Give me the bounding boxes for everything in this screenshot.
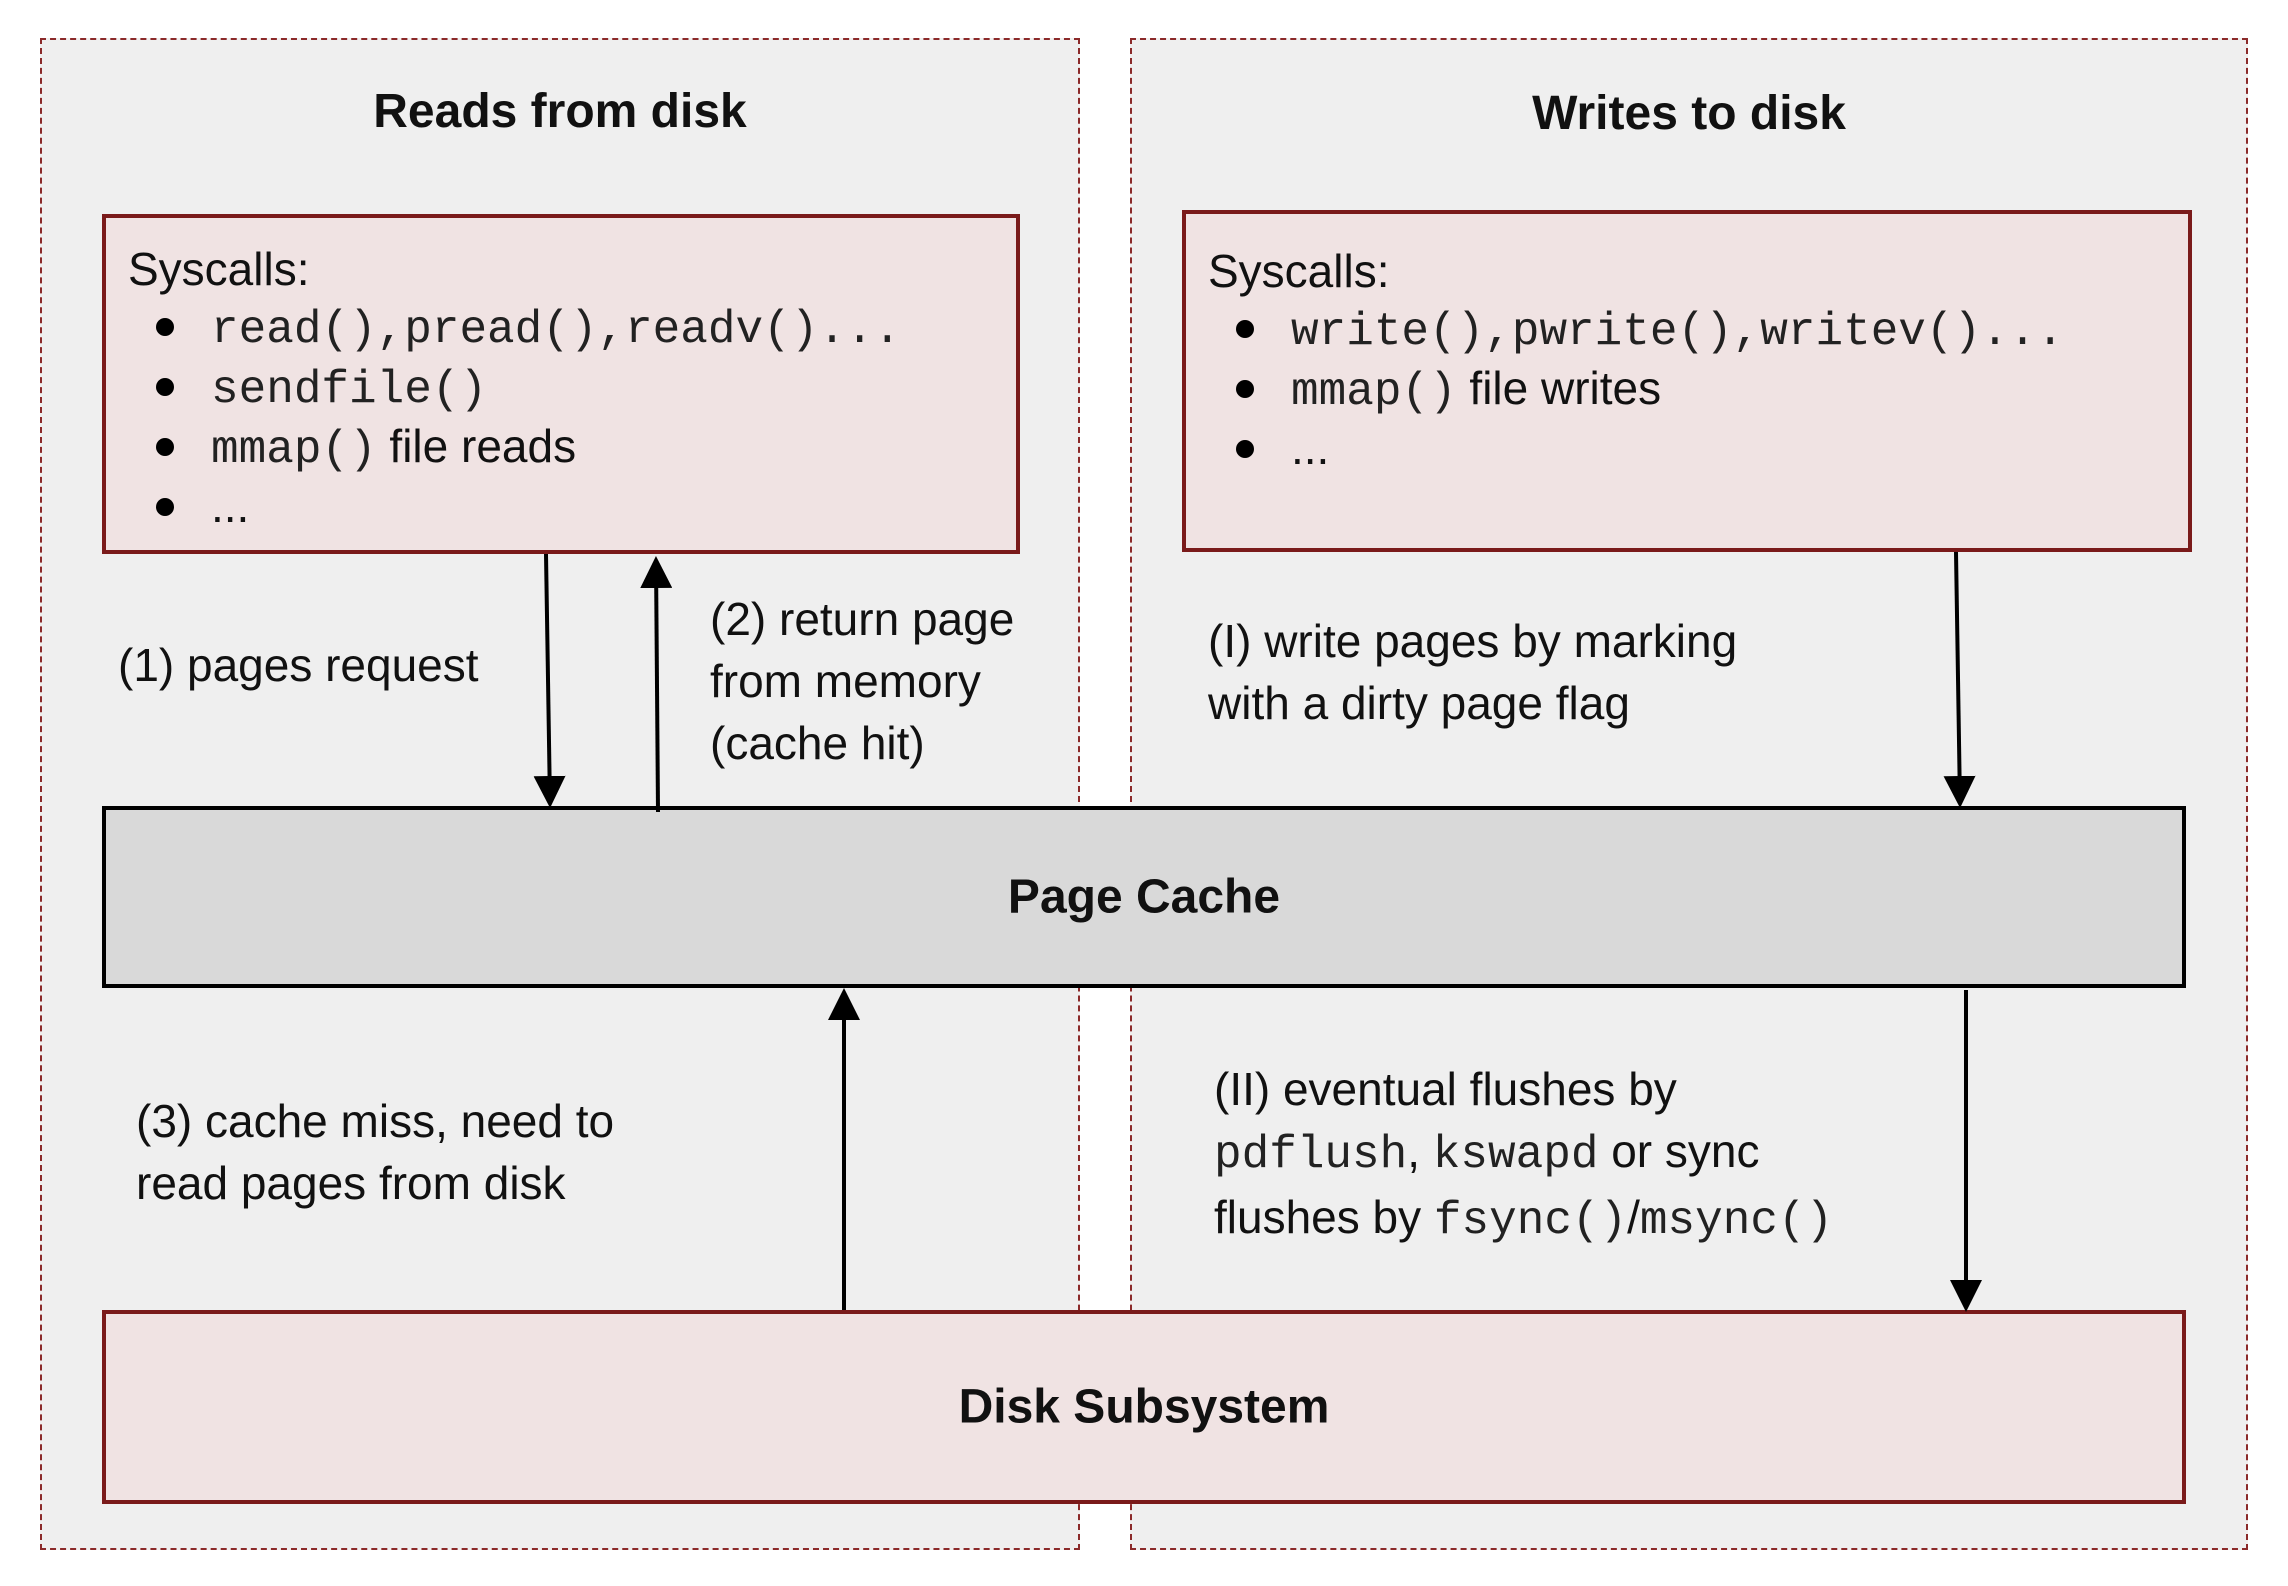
- page-cache-label: Page Cache: [1007, 870, 1281, 924]
- page-cache-box: Page Cache: [102, 806, 2186, 988]
- disk-subsystem-label: Disk Subsystem: [958, 1380, 1330, 1434]
- cache-miss-note: (3) cache miss, need to read pages from …: [136, 1095, 615, 1209]
- return-page-note: (2) return page from memory (cache hit): [710, 593, 1015, 769]
- write-syscalls-heading: Syscalls:: [1208, 245, 1390, 297]
- list-item: sendfile(): [156, 356, 901, 416]
- write-pages-note: (I) write pages by marking with a dirty …: [1208, 615, 1738, 729]
- list-item: read(),pread(),readv()...: [156, 296, 901, 356]
- disk-subsystem-box: Disk Subsystem: [102, 1310, 2186, 1504]
- writes-panel-title: Writes to disk: [1532, 87, 1846, 140]
- read-syscalls-box: Syscalls: read(),pread(),readv()... send…: [102, 214, 1020, 554]
- list-item: mmap() file reads: [156, 416, 901, 476]
- pages-request-note: (1) pages request: [118, 639, 479, 691]
- read-syscalls-list: read(),pread(),readv()... sendfile() mma…: [156, 296, 901, 536]
- flush-note: (II) eventual flushes by pdflush, kswapd…: [1214, 1063, 1834, 1247]
- read-syscalls-heading: Syscalls:: [128, 243, 310, 295]
- write-syscalls-box: Syscalls: write(),pwrite(),writev()... m…: [1182, 210, 2192, 552]
- return-page-arrow: [640, 556, 673, 813]
- write-pages-arrow: [1943, 551, 1976, 808]
- list-item: write(),pwrite(),writev()...: [1236, 298, 2064, 358]
- reads-panel-title: Reads from disk: [373, 85, 747, 138]
- list-item: ...: [156, 476, 901, 536]
- pages-request-arrow: [533, 553, 566, 808]
- list-item: ...: [1236, 418, 2064, 478]
- write-syscalls-list: write(),pwrite(),writev()... mmap() file…: [1236, 298, 2064, 478]
- list-item: mmap() file writes: [1236, 358, 2064, 418]
